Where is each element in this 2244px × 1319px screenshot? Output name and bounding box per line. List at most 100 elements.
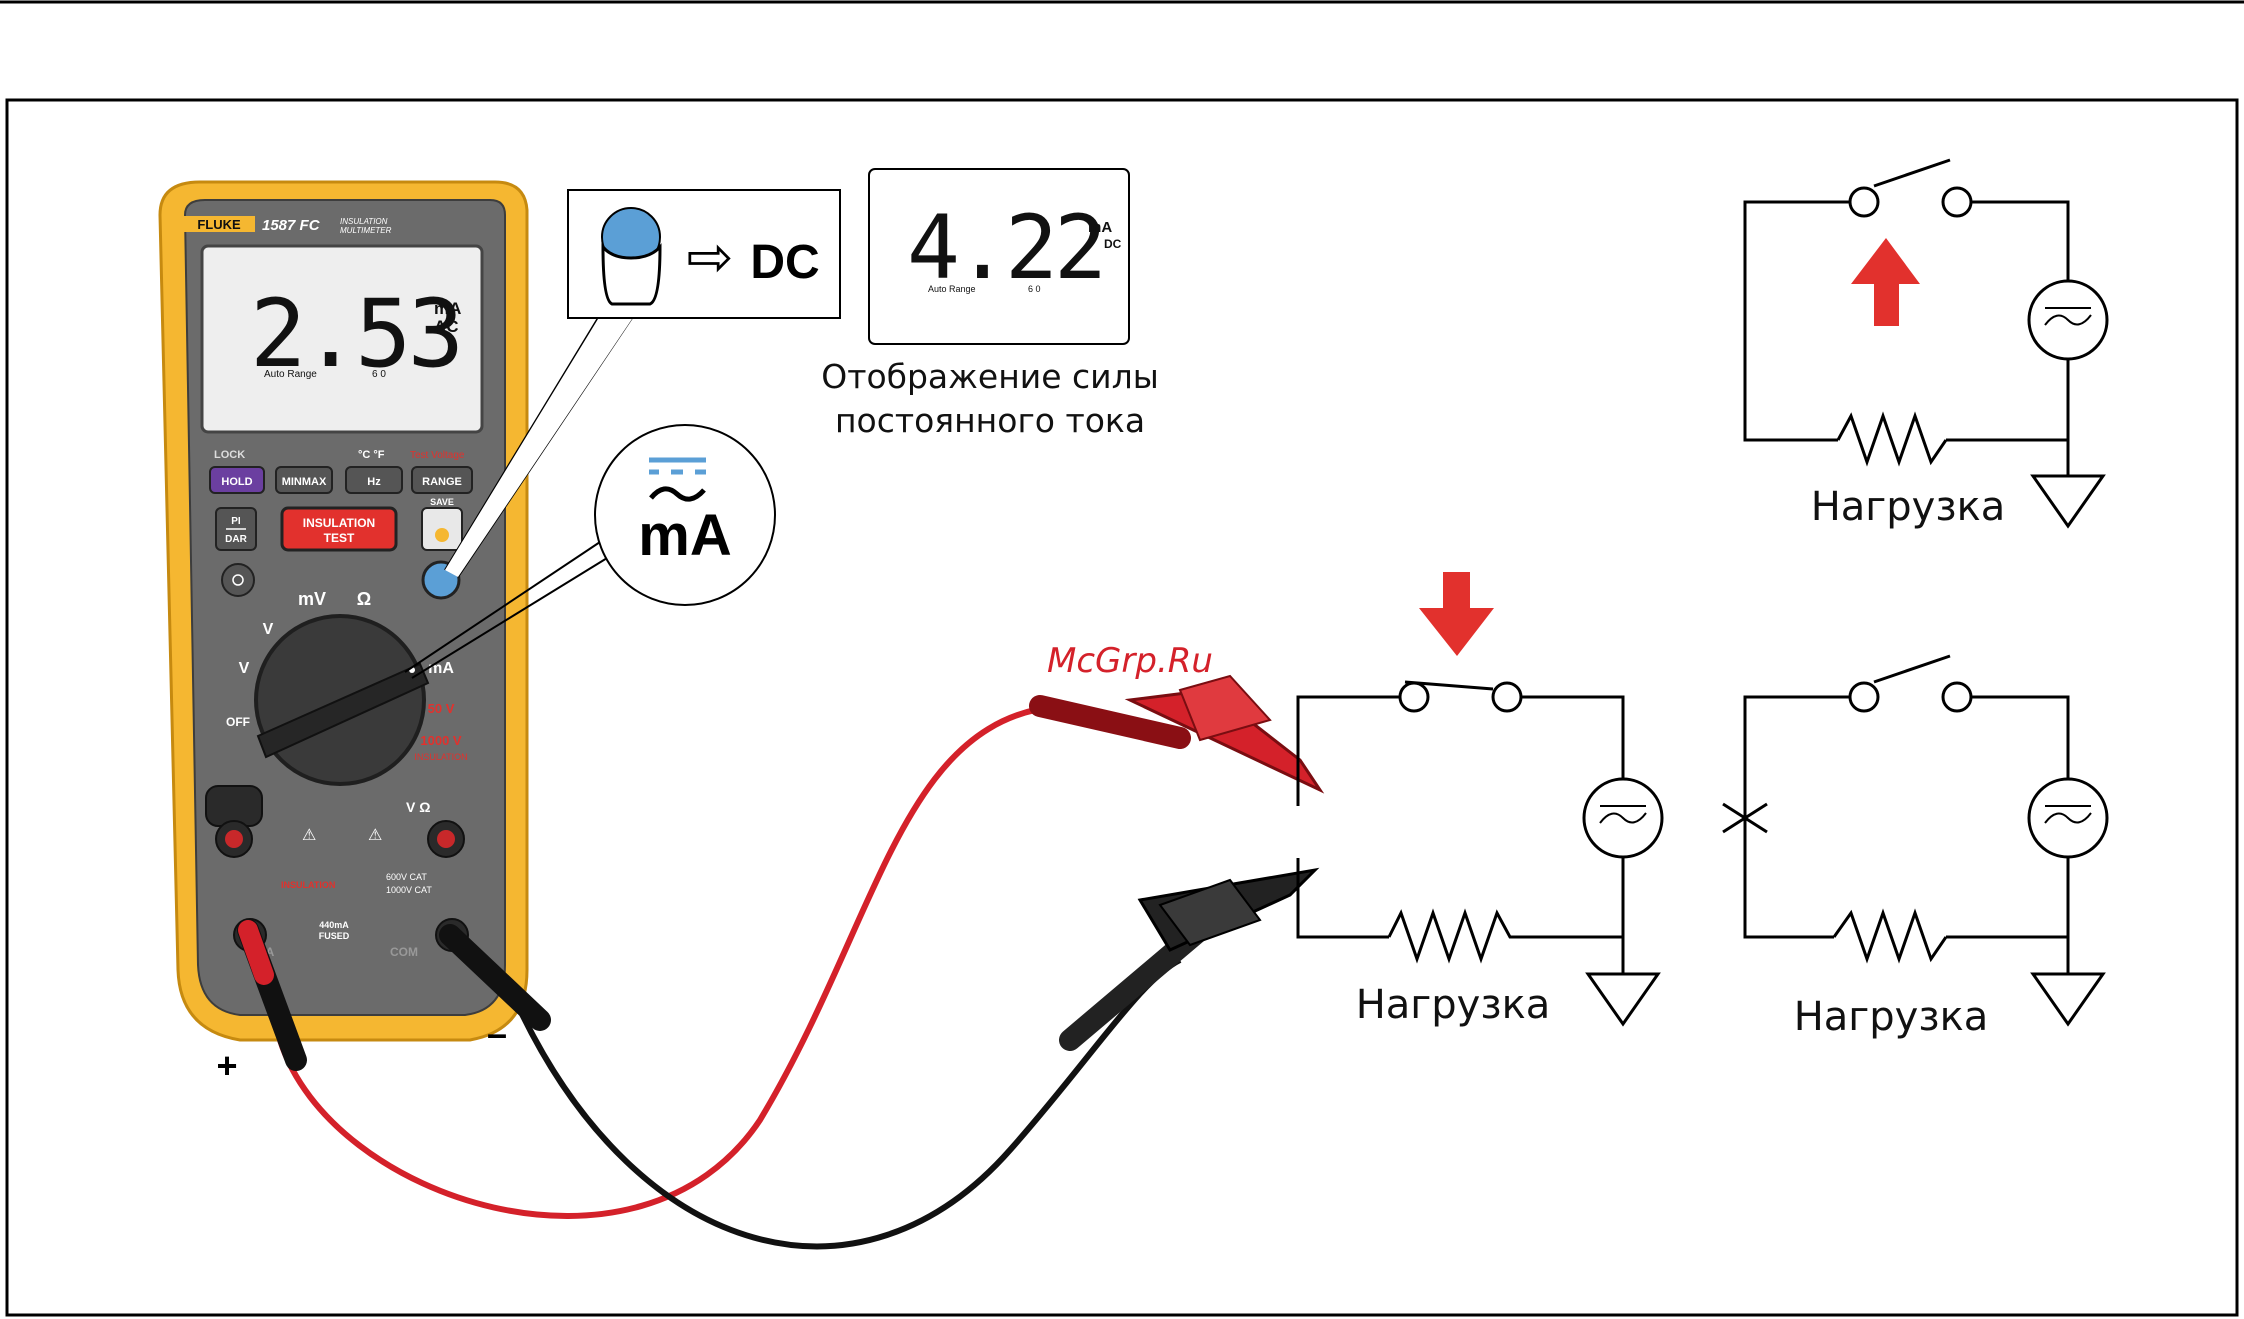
fuse-label-1: 440mA	[319, 920, 349, 930]
dc-reading: 4.22	[907, 196, 1103, 299]
plus-sign: +	[216, 1045, 237, 1086]
temp-label: °C °F	[358, 449, 385, 461]
dial-v-ac: V	[239, 660, 250, 677]
black-test-lead	[439, 867, 1320, 1250]
dar-label: DAR	[225, 534, 247, 545]
minmax-button[interactable]	[275, 466, 333, 494]
switch-contact	[1848, 681, 1880, 713]
arrow-right-icon: ⇨	[687, 225, 734, 288]
minmax-button-label: MINMAX	[282, 476, 327, 488]
circuit-center: Нагрузка	[1296, 572, 1664, 1028]
load-label: Нагрузка	[1794, 994, 1989, 1040]
dial-1000v: 1000 V	[420, 733, 462, 748]
circuit-top-right: Нагрузка	[1743, 158, 2109, 530]
warning-icon-2: ⚠	[368, 827, 382, 844]
backlight-button[interactable]	[221, 563, 255, 597]
dc-scale: 6 0	[1028, 284, 1041, 294]
wireless-icon	[435, 528, 449, 542]
cat1-label: 600V CAT	[386, 872, 427, 882]
load-label: Нагрузка	[1356, 982, 1551, 1028]
a-label: A	[266, 945, 275, 959]
model-text: 1587 FC	[262, 217, 321, 234]
ma-callout-label: mA	[638, 503, 731, 568]
callout-display-dc: 4.22 mA DC Auto Range 6 0 Отображение си…	[821, 168, 1159, 440]
red-test-lead	[237, 674, 1325, 1219]
switch-contact	[1941, 681, 1973, 713]
range-button-label: RANGE	[422, 476, 462, 488]
lcd-unit: mA	[434, 299, 461, 318]
switch-contact	[1491, 681, 1523, 713]
finger-icon	[601, 242, 662, 306]
ground-icon	[1585, 972, 1661, 1027]
dial-pointer	[256, 662, 430, 759]
hold-button[interactable]	[209, 466, 265, 494]
model-sub2: MULTIMETER	[340, 226, 392, 235]
arrow-down-icon	[1419, 572, 1494, 656]
circuit-bottom-right: Нагрузка	[1722, 654, 2109, 1040]
lock-label: LOCK	[214, 449, 245, 461]
lcd-scale: 6 0	[372, 369, 386, 380]
lcd-reading: 2.53	[250, 280, 460, 389]
lcd-range: Auto Range	[264, 369, 317, 380]
switch-contact	[1848, 186, 1880, 218]
jack-insulation-label: INSULATION	[281, 880, 335, 890]
dial-50v: 50 V	[428, 701, 455, 716]
dial-insulation: INSULATION	[414, 752, 467, 762]
fuse-label-2: FUSED	[319, 931, 350, 941]
dc-unit: mA	[1088, 219, 1112, 236]
dial-v-dc: V	[263, 621, 274, 638]
ground-icon	[2030, 474, 2106, 529]
load-resistor	[1836, 411, 1948, 467]
brand-text: FLUKE	[197, 217, 241, 232]
insulation-test-label-1: INSULATION	[303, 516, 375, 530]
dc-caption-1: Отображение силы	[821, 357, 1159, 396]
figure-frame	[5, 98, 2239, 1317]
insulation-test-label-2: TEST	[324, 531, 355, 545]
hold-button-label: HOLD	[221, 476, 252, 488]
sun-icon	[232, 574, 244, 586]
switch-contact	[1398, 681, 1430, 713]
meter-lcd	[200, 244, 484, 434]
dc-label: DC	[750, 236, 819, 289]
com-label: COM	[390, 945, 418, 959]
dial-mv: mV	[298, 589, 326, 609]
hz-button-label: Hz	[367, 476, 381, 488]
switch-contact	[1941, 186, 1973, 218]
dc-display-panel	[868, 168, 1130, 345]
ground-icon	[2030, 972, 2106, 1027]
hz-button[interactable]	[345, 466, 403, 494]
switch-arm	[1873, 158, 1951, 188]
warning-icon-1: ⚠	[302, 827, 316, 844]
load-label: Нагрузка	[1811, 484, 2006, 530]
pi-label: PI	[231, 516, 241, 527]
test-voltage-label: Test Voltage	[410, 450, 465, 461]
load-resistor	[1387, 908, 1520, 964]
insulation-test-button[interactable]	[280, 506, 398, 552]
dc-caption-2: постоянного тока	[835, 401, 1145, 440]
callout-ma: mA	[404, 424, 776, 679]
dc-mode: DC	[1104, 237, 1122, 251]
dc-range: Auto Range	[928, 284, 976, 294]
minus-sign: –	[487, 1013, 507, 1054]
brand-badge	[183, 216, 255, 232]
callout-button-dc: ⇨ DC	[444, 189, 841, 578]
model-sub1: INSULATION	[340, 217, 388, 226]
watermark: McGrp.Ru	[1047, 641, 1213, 681]
dial-ohm: Ω	[357, 589, 371, 609]
break-mark-icon	[1722, 802, 1768, 834]
switch-arm	[1873, 654, 1951, 684]
dial-off: OFF	[226, 715, 250, 729]
v-ohm-label: V Ω	[406, 799, 430, 815]
load-resistor	[1832, 908, 1948, 964]
dial-ma: mA	[428, 660, 454, 677]
range-button[interactable]	[411, 466, 473, 494]
save-label: SAVE	[430, 497, 454, 507]
multimeter: FLUKE 1587 FC INSULATION MULTIMETER 2.53…	[158, 180, 529, 1042]
lcd-mode: AC	[434, 317, 459, 336]
switch-arm	[1404, 680, 1494, 691]
cat2-label: 1000V CAT	[386, 885, 432, 895]
dc-ac-symbol-icon	[649, 457, 706, 502]
ma-bubble	[594, 424, 776, 606]
arrow-up-icon	[1851, 238, 1920, 326]
